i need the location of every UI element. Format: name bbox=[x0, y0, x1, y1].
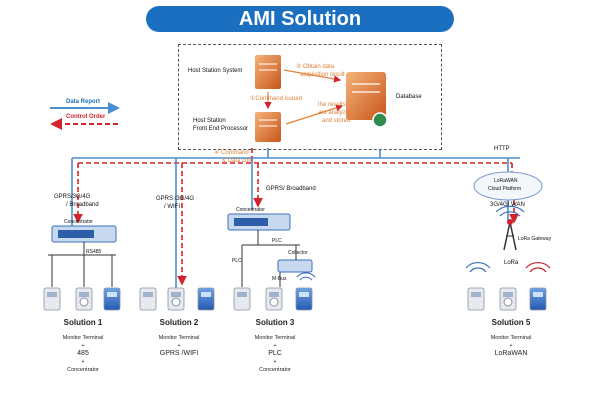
mbus-label: M-Bus bbox=[272, 276, 287, 282]
step3-label-3: and stored bbox=[322, 118, 351, 124]
meter-icon bbox=[295, 287, 313, 311]
gprs-mid-label-1: GPRS /3G/4G bbox=[156, 196, 195, 202]
plc-label-1: PLC bbox=[272, 238, 282, 244]
lora-signal-icon bbox=[465, 262, 551, 273]
gateway-label: LoRa Gateway bbox=[518, 236, 552, 242]
gprs-right-label: GPRS/ Broadband bbox=[266, 186, 316, 192]
plc-label-2: PLC bbox=[232, 258, 242, 264]
solution-1-title: Solution 1 bbox=[63, 318, 103, 327]
front-end-processor-server-icon bbox=[255, 112, 281, 142]
gprs-mid-label-2: / WIFI bbox=[164, 204, 180, 210]
mbus-signal-icon bbox=[296, 272, 316, 281]
step3-label-2: are analyzed bbox=[318, 110, 353, 116]
meter-icon bbox=[103, 287, 121, 311]
gprs-left-label-2: / Broadband bbox=[66, 202, 99, 208]
solution-1-line-2: + bbox=[81, 343, 85, 349]
title-banner: AMI Solution bbox=[146, 6, 454, 32]
host-station-box bbox=[178, 44, 442, 150]
meter-icon bbox=[233, 287, 251, 311]
gprs-left-label-1: GPRS/3G/4G bbox=[54, 194, 91, 200]
cloud-label-1: LoRaWAN bbox=[494, 178, 518, 184]
solution-3-title: Solution 3 bbox=[255, 318, 295, 327]
step2-label-2: acquisition result bbox=[300, 72, 345, 78]
meter-icon bbox=[265, 287, 283, 311]
solution-5-title: Solution 5 bbox=[491, 318, 531, 327]
solution-1-line-4: + bbox=[81, 359, 85, 365]
legend-control-order-label: Control Order bbox=[66, 114, 106, 120]
database-label: Database bbox=[396, 94, 422, 100]
solution-3-line-2: + bbox=[273, 343, 277, 349]
solution-5-line-3: LoRaWAN bbox=[494, 350, 528, 357]
solution-3-line-5: Concentrator bbox=[259, 367, 291, 373]
meter-icon bbox=[499, 287, 517, 311]
concentrator-3-label: Concentrator bbox=[236, 207, 265, 213]
concentrator-3-device bbox=[227, 213, 291, 231]
collector-label: Collector bbox=[288, 250, 308, 256]
lora-gateway-icon bbox=[495, 205, 525, 251]
front-end-processor-label: Front End Processor bbox=[193, 126, 249, 132]
solution-2-line-2: + bbox=[177, 343, 181, 349]
solution-3-line-1: Monitor Terminal bbox=[254, 335, 296, 341]
meter-icon bbox=[197, 287, 215, 311]
solution-3-line-4: + bbox=[273, 359, 277, 365]
host-station-system-label: Host Station System bbox=[188, 68, 243, 74]
meter-icon bbox=[467, 287, 485, 311]
solution-2-line-3: GPRS /WIFI bbox=[159, 350, 199, 357]
meter-icon bbox=[75, 287, 93, 311]
meter-icon bbox=[43, 287, 61, 311]
network-bus bbox=[72, 148, 520, 164]
http-label: HTTP bbox=[494, 146, 510, 152]
meter-icon bbox=[529, 287, 547, 311]
host-station-label: Host Station bbox=[193, 118, 226, 124]
lorawan-cloud-icon bbox=[473, 171, 543, 201]
solution-1-line-1: Monitor Terminal bbox=[62, 335, 104, 341]
step4-label-1: ④ Command bbox=[214, 150, 249, 156]
step4-label-2: & Data coll... bbox=[222, 158, 257, 164]
solution-1-line-3: 485 bbox=[77, 350, 89, 357]
rs485-label: RS485 bbox=[86, 249, 102, 255]
concentrator-1-device bbox=[51, 225, 117, 243]
meter-icon bbox=[167, 287, 185, 311]
solution-5-line-1: Monitor Terminal bbox=[490, 335, 532, 341]
solution-2-line-1: Monitor Terminal bbox=[158, 335, 200, 341]
solution-2-title: Solution 2 bbox=[159, 318, 199, 327]
solution-1-line-5: Concentrator bbox=[67, 367, 99, 373]
results-stored-arrow bbox=[285, 104, 344, 125]
step2-label-1: ② Obtain data bbox=[296, 64, 335, 70]
collector-device bbox=[277, 259, 313, 273]
legend-data-report-label: Data Report bbox=[66, 99, 101, 105]
step3-label-1: the results bbox=[318, 102, 346, 108]
wan-label: 3G/4G/ WAN bbox=[490, 202, 525, 208]
solution-5-line-2: + bbox=[509, 343, 513, 349]
concentrator-1-label: Concentrator bbox=[64, 219, 93, 225]
lora-label: LoRa bbox=[504, 260, 519, 266]
solution-3-line-3: PLC bbox=[268, 350, 282, 357]
step1-label: ①Command issued bbox=[250, 96, 303, 102]
host-station-system-server-icon bbox=[255, 55, 281, 89]
meter-icon bbox=[139, 287, 157, 311]
database-server-icon bbox=[346, 72, 388, 128]
cloud-label-2: Cloud Platform bbox=[488, 186, 522, 192]
obtain-data-arrow bbox=[283, 69, 342, 83]
